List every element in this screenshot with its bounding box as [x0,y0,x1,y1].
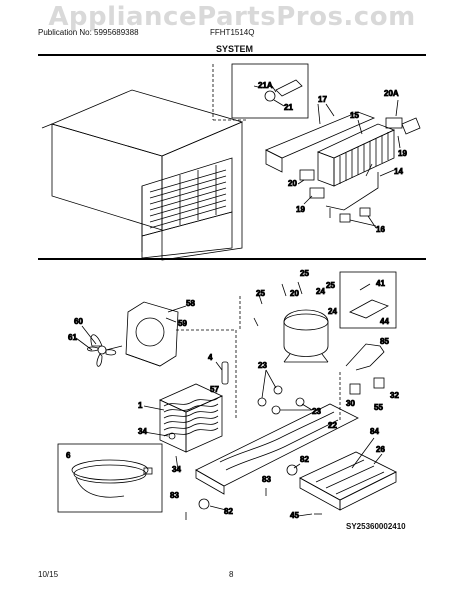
callout-23: 23 [312,407,321,416]
callout-25: 25 [300,269,309,278]
callout-20: 20 [288,179,297,188]
callout-15: 15 [350,111,359,120]
inset-44-box [339,271,397,329]
evaporator-coil [316,123,396,187]
callout-25: 25 [256,289,265,298]
callout-25: 25 [326,281,335,290]
callout-16: 16 [376,225,385,234]
drain-pan [299,451,397,511]
base-plate [195,403,359,495]
callout-4: 4 [208,353,213,362]
defrost-thermostat-shape [299,169,315,181]
callout-34: 34 [172,465,181,474]
callout-1: 1 [138,401,143,410]
callout-60: 60 [74,317,83,326]
callout-20A: 20A [384,89,399,98]
cover-part [221,361,229,385]
callout-22: 22 [328,421,337,430]
callout-30: 30 [346,399,355,408]
section-title: SYSTEM [216,44,254,54]
callout-55: 55 [374,403,383,412]
callout-45: 45 [290,511,299,520]
callout-20: 20 [290,289,299,298]
callout-24: 24 [316,287,325,296]
model-number: FFHT1514Q [210,28,255,37]
inset-21-box [231,63,309,119]
callout-57: 57 [210,385,219,394]
callout-26: 26 [376,445,385,454]
callout-58: 58 [186,299,195,308]
callout-85: 85 [380,337,389,346]
fan-shroud [125,301,179,367]
callout-6: 6 [66,451,71,460]
callout-17: 17 [318,95,327,104]
callout-83: 83 [262,475,271,484]
callout-32: 32 [390,391,399,400]
callout-21A: 21A [258,81,273,90]
publication-number: Publication No: 5995689388 [38,28,139,37]
evaporator-cover [265,103,376,173]
callout-84: 84 [370,427,379,436]
page-number: 8 [229,570,234,579]
callout-44: 44 [380,317,389,326]
condenser-coil [159,383,223,453]
callout-59: 59 [178,319,187,328]
callout-23: 23 [258,361,267,370]
callout-61: 61 [68,333,77,342]
fan-blade [87,334,123,367]
footer-date: 10/15 [38,570,59,579]
callout-19: 19 [398,149,407,158]
watermark-logo: AppliancePartsPros.com [48,2,416,32]
callout-34: 34 [138,427,147,436]
header-rule [38,54,426,56]
power-cord [57,443,163,513]
drain-tube [345,343,385,371]
callout-19: 19 [296,205,305,214]
section-divider [38,258,426,260]
callout-41: 41 [376,279,385,288]
callout-83: 83 [170,491,179,500]
callout-14: 14 [394,167,403,176]
callout-21: 21 [284,103,293,112]
compressor-drawing [283,309,329,363]
callout-24: 24 [328,307,337,316]
cabinet-drawing [41,89,244,261]
drawing-number: SY25360002410 [346,522,406,531]
callout-82: 82 [300,455,309,464]
callout-82: 82 [224,507,233,516]
